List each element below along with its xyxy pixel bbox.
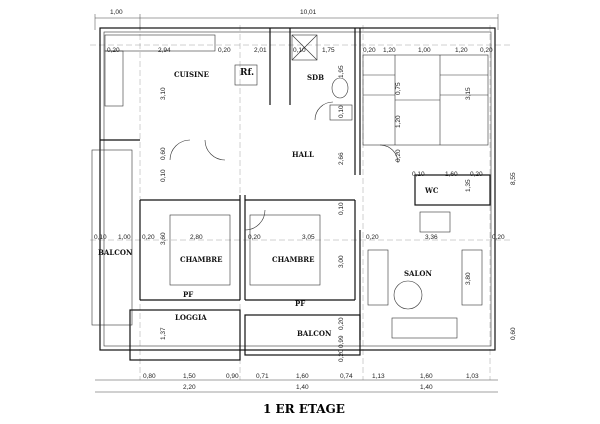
dim-mid-280: 2,80	[190, 234, 203, 241]
dim-v-010c: 0,10	[160, 169, 167, 182]
dim-r1-e: 0,10	[293, 47, 306, 54]
dim-mid-020c: 0,20	[366, 234, 379, 241]
dim-b-160a: 1,60	[296, 373, 309, 380]
dim-b-160b: 1,60	[420, 373, 433, 380]
dim-top-2: 10,01	[300, 9, 317, 16]
label-pf-1: PF	[183, 290, 193, 299]
plan-title: 1 ER ETAGE	[263, 402, 345, 416]
dim-v-010a: 0,10	[338, 105, 345, 118]
room-cuisine: CUISINE	[174, 70, 209, 79]
room-hall: HALL	[292, 150, 314, 159]
dim-r1-i: 1,00	[418, 47, 431, 54]
dim-b-074: 0,74	[340, 373, 353, 380]
dim-top-1: 1,00	[110, 9, 123, 16]
dim-r1-h: 1,20	[383, 47, 396, 54]
room-salon: SALON	[404, 269, 433, 278]
dim-v-195: 1,95	[338, 65, 345, 78]
dim-r1-d: 2,01	[254, 47, 267, 54]
dim-b-103: 1,03	[466, 373, 479, 380]
room-balcon-left: BALCON	[98, 248, 133, 257]
dim-r1-g: 0,20	[363, 47, 376, 54]
dim-v-075: 0,75	[395, 82, 402, 95]
dim-bb-220: 2,20	[183, 384, 196, 391]
room-loggia: LOGGIA	[175, 313, 207, 322]
room-balcon-bottom: BALCON	[297, 329, 332, 338]
room-chambre-2: CHAMBRE	[272, 255, 314, 264]
dim-v-010b: 0,10	[338, 202, 345, 215]
dim-wc-010: 0,10	[412, 171, 425, 178]
dim-b-090: 0,90	[226, 373, 239, 380]
dim-mid-020a: 0,20	[142, 234, 155, 241]
dim-bb-140a: 1,40	[296, 384, 309, 391]
dim-v-300: 3,00	[338, 255, 345, 268]
dim-mid-020b: 0,20	[248, 234, 261, 241]
dim-right-060: 0,60	[510, 327, 517, 340]
room-labels: CUISINE Rf. SDB HALL WC BALCON CHAMBRE C…	[98, 68, 439, 338]
room-refrigerator: Rf.	[240, 68, 254, 78]
walls	[91, 27, 496, 361]
dim-wc-160: 1,60	[445, 171, 458, 178]
dim-bb-140b: 1,40	[420, 384, 433, 391]
dim-v-315: 3,15	[465, 87, 472, 100]
dim-b-150: 1,50	[183, 373, 196, 380]
dim-r1-k: 0,20	[480, 47, 493, 54]
dim-r1-b: 2,94	[158, 47, 171, 54]
dim-v-020a: 0,20	[395, 149, 402, 162]
room-wc: WC	[424, 186, 439, 195]
dim-mid-305: 3,05	[302, 234, 315, 241]
room-chambre-1: CHAMBRE	[180, 255, 222, 264]
dim-v-120: 1,20	[395, 115, 402, 128]
axis-lines	[90, 25, 510, 380]
dim-v-137: 1,37	[160, 327, 167, 340]
dim-v-360: 3,60	[160, 232, 167, 245]
dim-b-113: 1,13	[372, 373, 385, 380]
dim-v-310: 3,10	[160, 87, 167, 100]
dim-v-380: 3,80	[465, 272, 472, 285]
dim-v-099: 0,99	[338, 335, 345, 348]
dim-right-855: 8,55	[510, 172, 517, 185]
dim-b-071: 0,71	[256, 373, 269, 380]
dim-v-020c: 0,20	[338, 349, 345, 362]
label-pf-2: PF	[295, 299, 305, 308]
dimension-labels: 0,20 2,94 0,20 2,01 0,10 1,75 0,20 1,20 …	[94, 47, 517, 362]
dim-wc-020: 0,20	[470, 171, 483, 178]
dim-mid-336: 3,36	[425, 234, 438, 241]
dim-v-135: 1,35	[465, 179, 472, 192]
dim-v-020b: 0,20	[338, 317, 345, 330]
dim-b-080: 0,80	[143, 373, 156, 380]
dim-mid-020d: 0,20	[492, 234, 505, 241]
dim-r1-f: 1,75	[322, 47, 335, 54]
dim-v-266: 2,66	[338, 152, 345, 165]
room-sdb: SDB	[307, 73, 324, 82]
dim-mid-010a: 0,10	[94, 234, 107, 241]
dim-r1-a: 0,20	[107, 47, 120, 54]
dim-mid-100: 1,00	[118, 234, 131, 241]
dim-r1-c: 0,20	[218, 47, 231, 54]
dim-v-060: 0,60	[160, 147, 167, 160]
top-dimensions: 1,00 10,01	[94, 9, 499, 30]
bottom-dimensions: 0,80 1,50 0,90 0,71 1,60 0,74 1,13 1,60 …	[95, 373, 498, 393]
dim-r1-j: 1,20	[455, 47, 468, 54]
